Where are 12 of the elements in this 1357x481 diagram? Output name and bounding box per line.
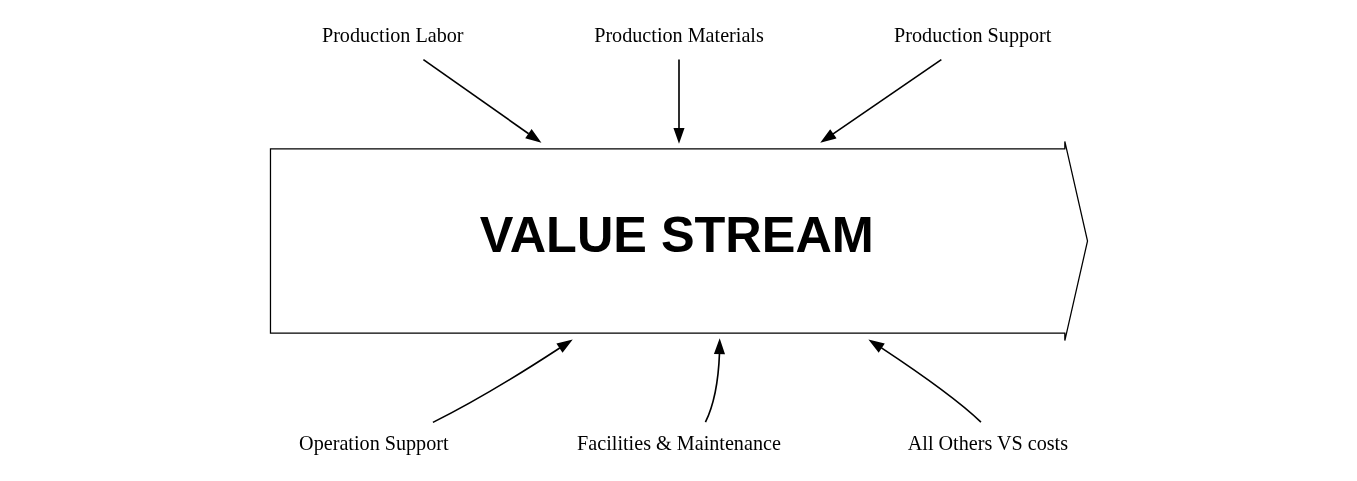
arrow	[672, 58, 685, 144]
arrow	[431, 338, 573, 423]
node-text: Facilities & Maintenance	[576, 431, 781, 454]
node-text: Production Labor	[321, 23, 464, 46]
arrow	[422, 58, 541, 143]
arrow	[819, 58, 942, 143]
node-text: Production Support	[893, 23, 1051, 46]
arrow	[867, 338, 982, 423]
node-text: All Others VS costs	[907, 431, 1068, 454]
node-text: Production Materials	[593, 23, 764, 46]
node-text: Operation Support	[298, 431, 449, 454]
arrow	[704, 337, 725, 423]
